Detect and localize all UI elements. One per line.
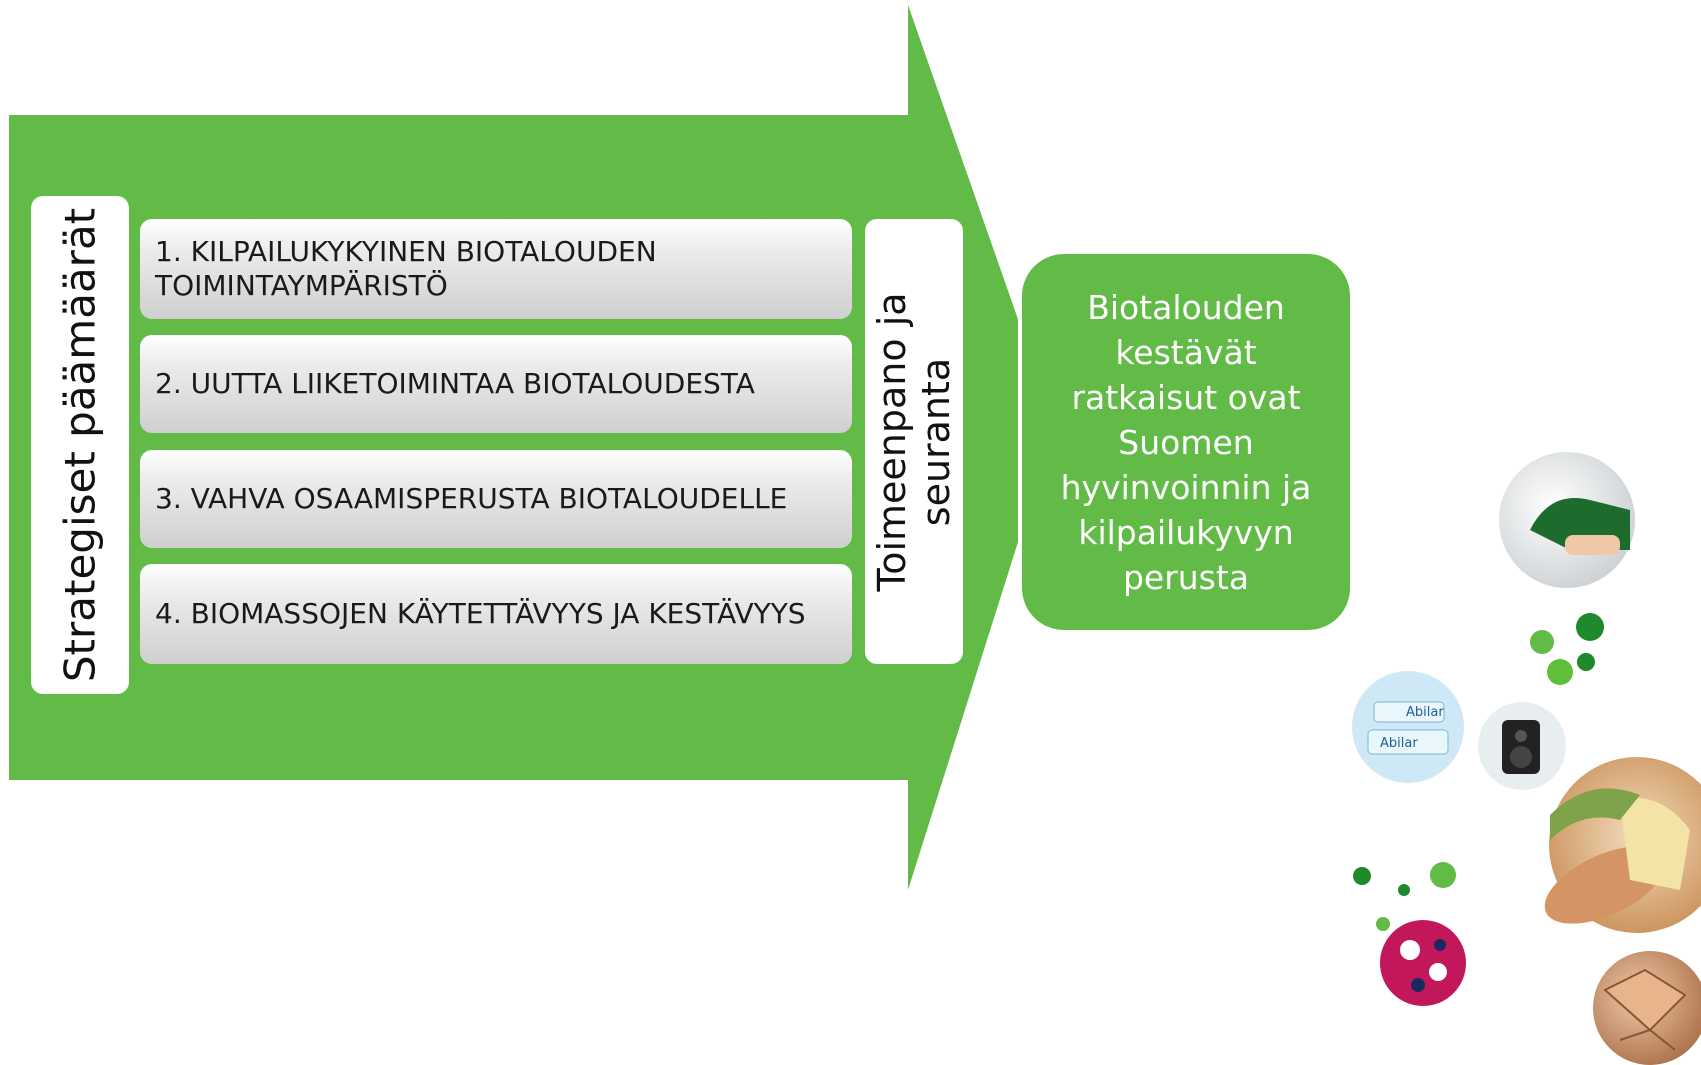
goal-item-3: 3. VAHVA OSAAMISPERUSTA BIOTALOUDELLE xyxy=(140,450,852,548)
decorative-green-dots xyxy=(1353,613,1604,931)
goal-item-4: 4. BIOMASSOJEN KÄYTETTÄVYYS JA KESTÄVYYS xyxy=(140,564,852,664)
bread-photo xyxy=(1544,757,1701,933)
goal-item-label: 4. BIOMASSOJEN KÄYTETTÄVYYS JA KESTÄVYYS xyxy=(155,597,806,630)
abilar-logo-text-2: Abilar xyxy=(1380,736,1418,751)
abilar-logo-text-1: Abilar xyxy=(1406,705,1444,720)
implementation-box: Toimeenpano ja seuranta xyxy=(865,219,963,664)
goal-item-label: 1. KILPAILUKYKYINEN BIOTALOUDEN TOIMINTA… xyxy=(155,235,657,302)
outcome-box: Biotalouden kestävät ratkaisut ovat Suom… xyxy=(1018,250,1354,634)
wood-veneer-photo xyxy=(1593,951,1701,1065)
implementation-label: Toimeenpano ja seuranta xyxy=(870,291,958,592)
fabric-photo xyxy=(1380,920,1466,1006)
strategic-goals-label-box: Strategiset päämäärät xyxy=(31,196,129,694)
goal-item-1: 1. KILPAILUKYKYINEN BIOTALOUDEN TOIMINTA… xyxy=(140,219,852,319)
goal-item-label: 2. UUTTA LIIKETOIMINTAA BIOTALOUDESTA xyxy=(155,367,755,400)
fuel-nozzle-photo xyxy=(1499,452,1635,588)
speaker-photo xyxy=(1478,702,1566,790)
bioeconomy-photo-collage: Abilar Abilar xyxy=(1352,452,1701,1065)
outcome-text: Biotalouden kestävät ratkaisut ovat Suom… xyxy=(1060,287,1312,597)
goal-item-label: 3. VAHVA OSAAMISPERUSTA BIOTALOUDELLE xyxy=(155,482,788,515)
goal-item-2: 2. UUTTA LIIKETOIMINTAA BIOTALOUDESTA xyxy=(140,335,852,433)
strategic-goals-label: Strategiset päämäärät xyxy=(55,207,105,683)
abilar-product-photo: Abilar Abilar xyxy=(1352,671,1464,783)
